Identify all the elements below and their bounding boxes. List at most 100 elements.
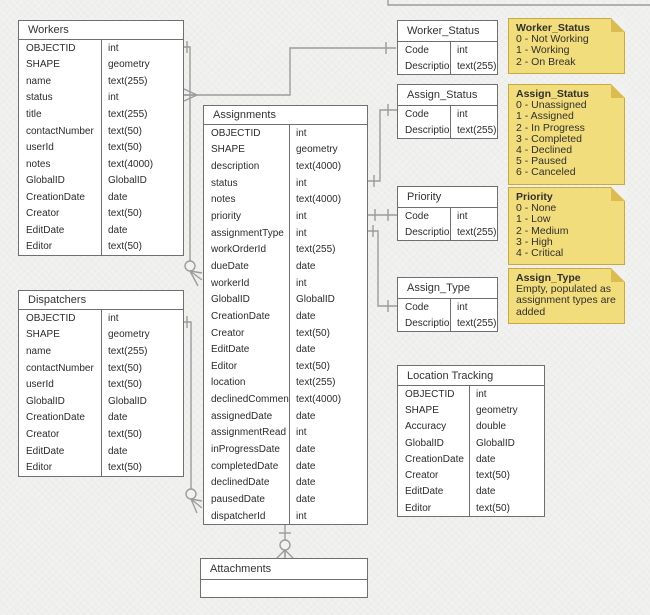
table-title: Assign_Type [398, 278, 497, 299]
connector-assignments-assign-status[interactable] [368, 104, 397, 187]
note-title: Assign_Type [516, 272, 581, 284]
table-worker-status[interactable]: Worker_Status CodeintDescriptiontext(255… [397, 20, 498, 75]
field-type: geometry [108, 59, 150, 71]
table-body: CodeintDescriptiontext(255) [398, 106, 497, 138]
field-name: Editor [405, 502, 432, 514]
field-type: date [108, 412, 128, 424]
connector-assignments-assign-type[interactable] [368, 225, 397, 312]
field-type: GlobalID [108, 175, 147, 187]
table-priority[interactable]: Priority CodeintDescriptiontext(255) [397, 186, 498, 241]
note-line: 1 - Working [516, 44, 570, 57]
field-name: EditDate [211, 344, 250, 356]
field-type: text(50) [108, 208, 142, 220]
folded-corner-icon [611, 84, 625, 98]
field-type: date [296, 477, 316, 489]
field-name: EditDate [26, 445, 65, 457]
field-type: date [476, 486, 496, 498]
field-type: date [296, 344, 316, 356]
field-type: text(50) [108, 125, 142, 137]
field-type: date [296, 460, 316, 472]
connector-assignments-priority[interactable] [368, 209, 397, 221]
folded-corner-icon [611, 268, 625, 282]
field-name: location [211, 377, 246, 389]
field-name: OBJECTID [405, 388, 455, 400]
field-name: Accuracy [405, 421, 447, 433]
note-line: Empty, populated as [516, 283, 611, 296]
connector-assignments-attachments[interactable] [276, 524, 294, 559]
table-body: CodeintDescriptiontext(255) [398, 208, 497, 240]
table-title: Dispatchers [19, 291, 183, 310]
field-type: text(4000) [296, 194, 342, 206]
field-type: geometry [476, 404, 518, 416]
field-type: int [476, 388, 487, 400]
table-title: Attachments [201, 559, 367, 580]
connector-dispatchers-assignments[interactable] [184, 316, 203, 514]
note-line: assignment types are added [516, 294, 616, 318]
field-name: Description [405, 60, 450, 72]
note-line: 0 - Unassigned [516, 99, 587, 112]
field-name: Creator [211, 327, 245, 339]
table-attachments[interactable]: Attachments [200, 558, 368, 598]
field-name: assignmentRead [211, 427, 287, 439]
field-name: Code [405, 108, 429, 120]
note-line: 0 - None [516, 202, 557, 215]
field-name: contactNumber [26, 125, 94, 137]
field-name: title [26, 108, 42, 120]
field-name: pausedDate [211, 493, 265, 505]
field-name: SHAPE [26, 59, 60, 71]
field-type: text(255) [457, 60, 497, 72]
field-name: status [211, 177, 238, 189]
field-type: text(255) [108, 75, 148, 87]
table-assign-type[interactable]: Assign_Type CodeintDescriptiontext(255) [397, 277, 498, 332]
note-line: 1 - Low [516, 213, 551, 226]
field-name: CreationDate [405, 453, 464, 465]
field-type: text(50) [296, 360, 330, 372]
note-line: 2 - In Progress [516, 121, 585, 134]
connector-workers-worker-status[interactable] [183, 42, 396, 102]
table-title: Workers [19, 21, 183, 40]
table-assign-status[interactable]: Assign_Status CodeintDescriptiontext(255… [397, 84, 498, 139]
connector-workers-assignments[interactable] [184, 41, 203, 287]
field-type: text(50) [108, 362, 142, 374]
field-name: OBJECTID [26, 42, 76, 54]
field-name: CreationDate [26, 191, 85, 203]
field-type: text(255) [457, 124, 497, 136]
table-body: CodeintDescriptiontext(255) [398, 299, 497, 331]
table-row: EditDate date [204, 341, 367, 358]
field-type: int [457, 108, 468, 120]
field-name: Code [405, 210, 429, 222]
note-title: Priority [516, 191, 553, 203]
field-type: int [296, 127, 307, 139]
